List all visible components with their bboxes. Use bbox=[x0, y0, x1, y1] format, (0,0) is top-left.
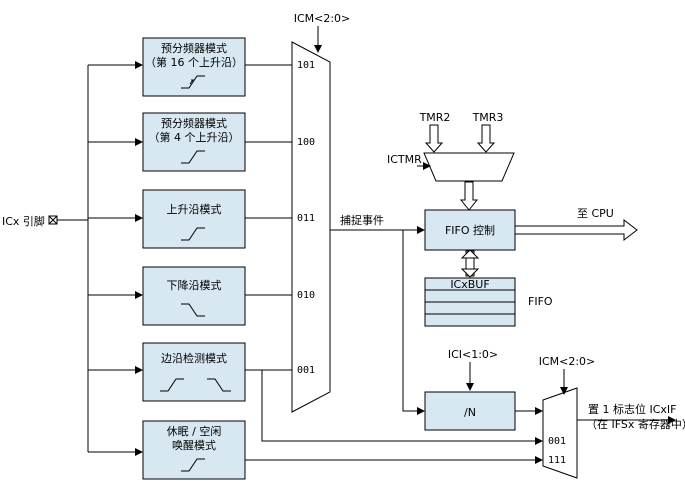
mux-select-label: ICM<2:0> bbox=[294, 12, 351, 25]
icx-pin-label: ICx 引脚 bbox=[2, 214, 45, 228]
mux-input-011: 011 bbox=[297, 213, 315, 224]
to-cpu-label: 至 CPU bbox=[577, 207, 614, 220]
capture-mode-mux bbox=[291, 41, 331, 413]
ici-label: ICI<1:0> bbox=[448, 348, 498, 361]
interrupt-mux-input-111: 111 bbox=[548, 455, 566, 466]
mode-box-edge-detect: 边沿检测模式 bbox=[142, 342, 246, 402]
down-arrow-icon bbox=[476, 124, 496, 153]
mode-box-sleep-wakeup: 休眠 / 空闲 唤醒模式 bbox=[142, 420, 246, 480]
mode-label: 下降沿模式 bbox=[167, 278, 222, 292]
rising-edge-icon bbox=[160, 378, 184, 392]
mode-sublabel: （第 16 个上升沿） bbox=[145, 55, 243, 69]
tmr2-label: TMR2 bbox=[419, 111, 451, 124]
fifo-buffer bbox=[424, 277, 516, 327]
mux-input-001: 001 bbox=[297, 365, 315, 376]
tmr3-label: TMR3 bbox=[472, 111, 504, 124]
mode-box-prescaler-4: 预分频器模式 （第 4 个上升沿） bbox=[142, 112, 246, 172]
mux-input-101: 101 bbox=[297, 60, 315, 71]
mode-sublabel: 唤醒模式 bbox=[172, 438, 216, 452]
icxbuf-label: ICxBUF bbox=[450, 278, 489, 291]
mode-box-falling-edge: 下降沿模式 bbox=[142, 266, 246, 326]
mux-input-010: 010 bbox=[297, 290, 315, 301]
bidirectional-arrow-icon bbox=[460, 249, 480, 278]
divider-box bbox=[424, 391, 516, 431]
rising-edge-icon bbox=[181, 75, 205, 89]
fifo-label: FIFO bbox=[528, 295, 553, 308]
mode-box-prescaler-16: 预分频器模式 （第 16 个上升沿） bbox=[142, 37, 246, 97]
falling-edge-icon bbox=[181, 303, 205, 317]
mode-label: 预分频器模式 bbox=[161, 116, 227, 130]
rising-edge-icon bbox=[181, 150, 205, 164]
timer-select-mux bbox=[423, 152, 515, 182]
divider-label: /N bbox=[464, 406, 476, 419]
mode-box-rising-edge: 上升沿模式 bbox=[142, 189, 246, 249]
mode-label: 上升沿模式 bbox=[167, 203, 222, 216]
mode-label: 预分频器模式 bbox=[161, 41, 227, 55]
mode-sublabel: （第 4 个上升沿） bbox=[149, 130, 240, 144]
flag-label: 置 1 标志位 ICxIF bbox=[588, 402, 677, 416]
down-arrow-icon bbox=[424, 124, 444, 153]
capture-event-label: 捕捉事件 bbox=[340, 213, 384, 227]
interrupt-mux-select-label: ICM<2:0> bbox=[539, 355, 596, 368]
ictmr-label: ICTMR bbox=[387, 153, 422, 166]
mux-input-100: 100 bbox=[297, 137, 315, 148]
rising-edge-icon bbox=[181, 458, 205, 472]
flag-sublabel: （在 IFSx 寄存器中） bbox=[586, 417, 685, 431]
falling-edge-icon bbox=[207, 378, 231, 392]
interrupt-mux-input-001: 001 bbox=[548, 436, 566, 447]
mode-label: 边沿检测模式 bbox=[161, 351, 227, 365]
rising-edge-icon bbox=[181, 227, 205, 241]
down-arrow-icon bbox=[459, 181, 479, 211]
mode-label: 休眠 / 空闲 bbox=[167, 424, 222, 438]
fifo-control-label: FIFO 控制 bbox=[445, 223, 495, 237]
to-cpu-arrow-icon bbox=[514, 218, 638, 242]
